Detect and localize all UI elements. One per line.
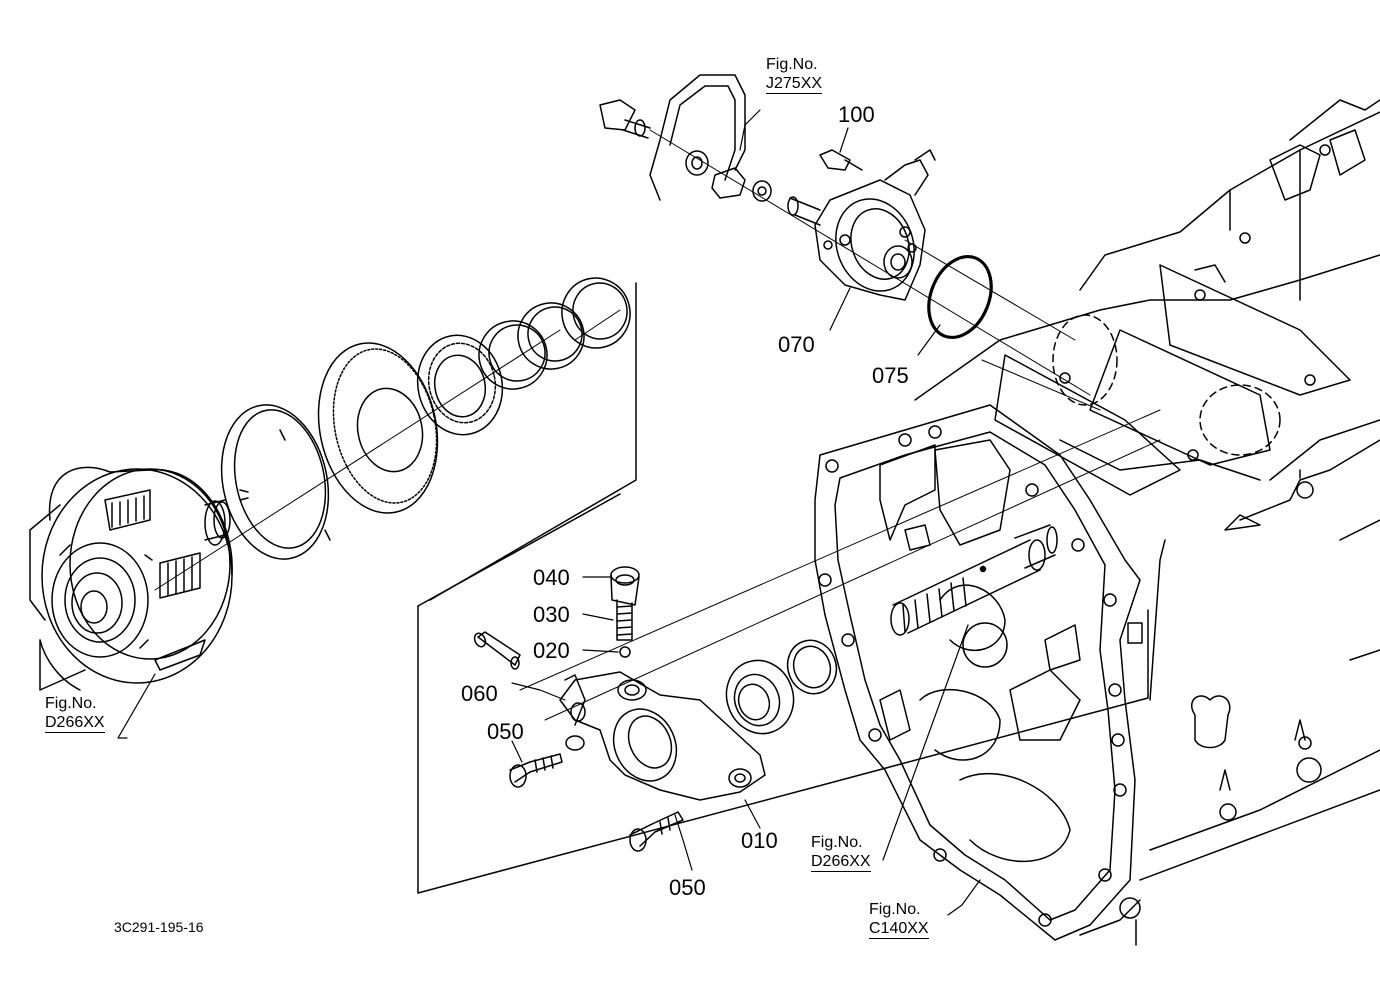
fig-ref-d266xx-left: Fig.No. D266XX: [45, 695, 105, 733]
fig-ref-d266xx-right: Fig.No. D266XX: [811, 834, 871, 872]
fig-ref-c140xx: Fig.No. C140XX: [869, 901, 929, 939]
part-label-010: 010: [741, 828, 778, 853]
part-label-030: 030: [533, 602, 570, 627]
part-label-050-upper: 050: [487, 719, 524, 744]
assembly-axis-lines: [154, 129, 1161, 721]
part-label-070: 070: [778, 332, 815, 357]
housing-gasket-plate: [814, 404, 1141, 941]
part-label-050-lower: 050: [669, 875, 706, 900]
clutch-drum-assembly: [29, 466, 233, 691]
fig-ref-j275xx: Fig.No. J275XX: [766, 56, 823, 94]
leader-lines: [117, 109, 981, 916]
part-label-100: 100: [838, 102, 875, 127]
clutch-plates: [220, 277, 631, 560]
transmission-housing: [914, 99, 1380, 946]
valve-body-assembly: [473, 566, 766, 852]
shaft: [890, 524, 1058, 636]
drawing-code: 3C291-195-16: [114, 919, 204, 935]
part-label-020: 020: [533, 638, 570, 663]
exploded-frame-lower: [417, 493, 1149, 894]
part-label-060: 060: [461, 681, 498, 706]
part-label-040: 040: [533, 565, 570, 590]
pump-assembly: [599, 74, 993, 340]
bearing-and-ring: [725, 639, 838, 735]
exploded-frame-upper: [429, 282, 637, 601]
part-label-075: 075: [872, 363, 909, 388]
